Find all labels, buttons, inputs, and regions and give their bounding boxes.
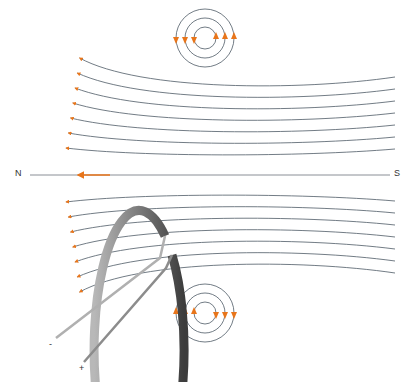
- field-arrow: [173, 37, 179, 44]
- field-line: [75, 88, 395, 109]
- field-arrow: [182, 37, 188, 44]
- field-arrow: [231, 312, 237, 319]
- field-line: [68, 207, 395, 217]
- field-arrow: [213, 312, 219, 319]
- field-line: [75, 241, 395, 262]
- field-line: [80, 58, 395, 86]
- field-circle: [194, 27, 216, 49]
- field-line: [66, 195, 395, 202]
- field-circle: [185, 293, 225, 333]
- field-circle: [185, 18, 225, 58]
- axis-arrow: [78, 174, 110, 176]
- pole-label: N: [14, 169, 23, 178]
- field-arrow: [191, 307, 197, 314]
- field-line: [80, 264, 395, 292]
- lead-wire: [84, 255, 172, 362]
- field-arrow: [231, 32, 237, 39]
- field-arrow: [191, 37, 197, 44]
- field-arrow: [213, 32, 219, 39]
- current-loop: [94, 210, 184, 382]
- pole-label: +: [78, 364, 85, 373]
- axis-line: [30, 175, 390, 176]
- field-line: [68, 133, 395, 143]
- field-arrow: [222, 32, 228, 39]
- pole-label: S: [393, 169, 401, 178]
- field-circle: [194, 302, 216, 324]
- field-line: [66, 148, 395, 155]
- field-circle: [176, 9, 234, 67]
- pole-label: -: [48, 340, 53, 349]
- field-arrow: [222, 312, 228, 319]
